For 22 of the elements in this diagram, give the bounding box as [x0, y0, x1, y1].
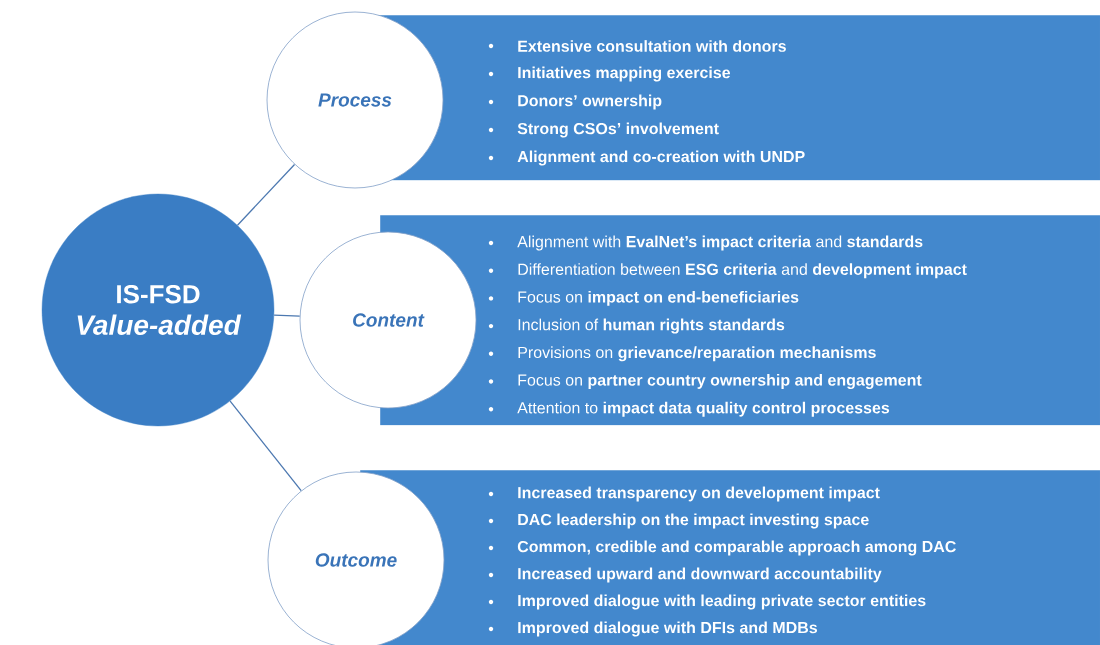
bullet-item: Increased upward and downward accountability — [518, 567, 882, 583]
bullet-item: Extensive consultation with donors — [518, 40, 786, 52]
bullet-item: Focus on impact on end-beneficiaries — [518, 290, 799, 306]
bullet-item: Focus on partner country ownership and engagement — [518, 374, 922, 389]
bullet-item: Common, credible and comparable approach among DAC — [517, 540, 956, 556]
connector-line — [236, 163, 296, 226]
bullet-item: Alignment with EvalNet’s impact criteria and standards — [517, 235, 923, 251]
bullet-item: DAC leadership on the impact investing space — [518, 513, 869, 529]
bullet-item: Strong CSOs’ involvement — [517, 122, 719, 138]
bullet-item: Attention to impact data quality control processes — [517, 401, 890, 417]
bullet-item: Provisions on grievance/reparation mechanisms — [518, 346, 876, 362]
bullet-item: Improved dialogue with DFIs and MDBs — [518, 621, 817, 637]
connector-line — [273, 314, 301, 317]
bullet-item: Alignment and co-creation with UNDP — [517, 150, 805, 166]
bullet-item: Inclusion of human rights standards — [518, 318, 785, 334]
connector-line — [229, 400, 302, 492]
bullet-item: Increased transparency on development impact — [518, 486, 880, 502]
bullet-item: Initiatives mapping exercise — [518, 66, 731, 82]
bullet-item: Differentiation between ESG criteria and development impact — [518, 263, 967, 279]
node-label: Outcome — [315, 553, 397, 567]
bullet-item: Donors’ ownership — [518, 94, 662, 110]
bullet-item: Improved dialogue with leading private sector entities — [518, 594, 926, 610]
